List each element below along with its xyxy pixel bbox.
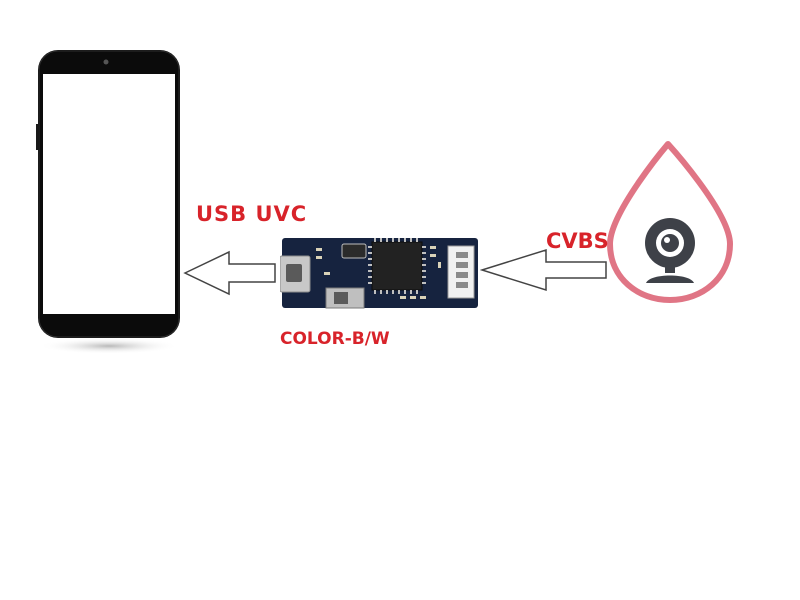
cvbs-label: CVBS (546, 229, 609, 253)
webcam-icon (636, 213, 704, 285)
arrow-left-icon (183, 250, 279, 298)
color-bw-label: COLOR-B/W (280, 329, 390, 349)
usb-uvc-capture-board (280, 232, 480, 314)
arrow-left-icon (480, 248, 610, 292)
smartphone-icon (30, 44, 184, 356)
usb-uvc-label: USB UVC (196, 202, 308, 226)
